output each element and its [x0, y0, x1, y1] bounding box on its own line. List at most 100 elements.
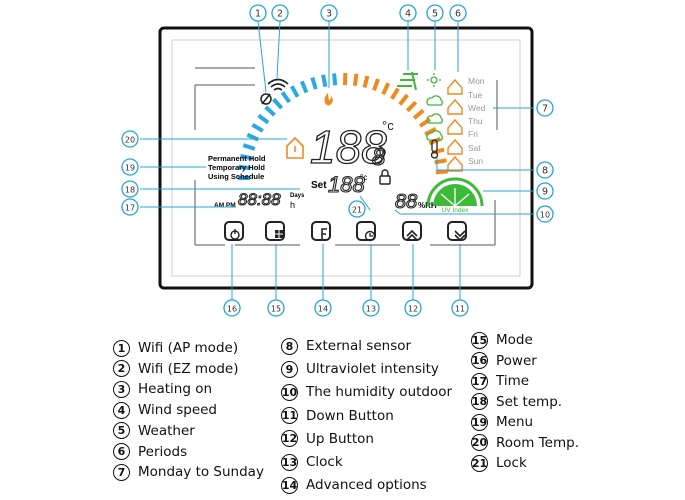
callout-circle	[426, 4, 444, 22]
legend-item-15: 15 Mode	[471, 330, 533, 350]
lock-icon	[379, 169, 391, 185]
callout-circle	[536, 182, 554, 200]
callout-number: 20	[125, 136, 135, 145]
power-button[interactable]	[224, 221, 244, 241]
arc-tick	[332, 73, 338, 86]
weekday-fri: Fri	[468, 129, 478, 139]
legend-number: 10	[281, 383, 298, 401]
external-sensor-icon	[430, 139, 439, 159]
status-temporary-hold: Temporary Hold	[208, 163, 265, 172]
room-temp-decimal: 8	[372, 144, 386, 171]
legend-label: Mode	[496, 332, 533, 348]
legend-number: 21	[471, 454, 488, 472]
legend-label: Weather	[138, 422, 195, 439]
days-label: Days	[290, 193, 305, 199]
arc-tick	[251, 123, 264, 133]
callout-9: 9	[536, 182, 554, 200]
callout-1: 1	[249, 4, 267, 22]
weekday-list: Mon Tue Wed Thu Fri Sat Sun	[468, 76, 486, 166]
advanced-options-button[interactable]	[311, 221, 331, 241]
arc-tick	[418, 117, 432, 128]
callout-circle	[314, 299, 332, 317]
callout-8: 8	[536, 161, 554, 179]
legend-number: 14	[281, 476, 298, 494]
legend-label: Periods	[138, 443, 188, 460]
legend-label: Wind speed	[138, 402, 218, 419]
callout-number: 3	[326, 9, 332, 20]
legend-label: Power	[496, 352, 537, 369]
callout-circle	[451, 299, 469, 317]
legend-number: 18	[471, 393, 488, 410]
legend-item-5: 5 Weather	[113, 421, 195, 441]
weekday-mon: Mon	[468, 76, 485, 86]
callout-circle	[536, 205, 554, 223]
callout-number: 18	[125, 186, 135, 195]
legend-label: Lock	[496, 455, 527, 471]
legend-number: 5	[113, 422, 130, 440]
wifi-ap-icon	[260, 93, 272, 105]
clock-button[interactable]	[356, 221, 376, 242]
down-button[interactable]	[447, 221, 467, 242]
callout-number: 9	[542, 187, 548, 198]
callout-10: 10	[536, 205, 554, 223]
uv-index-gauge: UV Index	[426, 177, 484, 214]
callout-circle	[404, 299, 422, 317]
callout-number: 7	[542, 104, 548, 115]
legend-number: 7	[113, 463, 130, 481]
callout-circle	[320, 4, 338, 22]
legend-number: 4	[113, 401, 130, 419]
callout-3: 3	[320, 4, 338, 22]
room-icon	[286, 136, 304, 159]
arc-tick	[372, 78, 380, 91]
weekday-sat: Sat	[468, 143, 481, 153]
callout-circle	[121, 198, 139, 216]
callout-2: 2	[271, 4, 289, 22]
callout-leaders	[140, 20, 533, 300]
callout-number: 11	[455, 305, 465, 314]
legend-number: 15	[471, 331, 488, 349]
uv-index-label: UV Index	[442, 207, 469, 214]
humidity-display: 88	[395, 191, 417, 213]
callout-number: 6	[455, 9, 461, 20]
legend-label: Monday to Sunday	[138, 464, 264, 481]
callout-number: 17	[125, 204, 135, 213]
callout-21: 21	[348, 200, 366, 218]
flame-icon	[324, 93, 333, 106]
legend-label: Advanced options	[306, 477, 427, 494]
arc-tick	[381, 82, 391, 95]
callout-circle	[348, 200, 366, 218]
arc-tick	[390, 87, 400, 100]
clock-display: 88:88	[238, 190, 281, 209]
weekday-tue: Tue	[468, 90, 483, 100]
callout-number: 4	[405, 9, 411, 20]
legend-item-4: 4 Wind speed	[113, 400, 217, 420]
arc-tick	[280, 91, 291, 104]
weekday-thu: Thu	[468, 116, 483, 126]
status-using-schedule: Using Schedule	[208, 172, 264, 181]
legend-number: 13	[281, 453, 298, 471]
period-house-icon	[447, 78, 463, 95]
legend-number: 9	[281, 360, 298, 378]
legend-number: 17	[471, 372, 488, 390]
arc-tick	[310, 77, 318, 90]
callout-7: 7	[536, 99, 554, 117]
callout-number: 21	[352, 206, 362, 215]
arc-tick	[352, 73, 359, 87]
legend-label: Down Button	[306, 407, 394, 424]
legend-item-14: 14 Advanced options	[281, 475, 427, 495]
legend-number: 1	[113, 339, 130, 357]
up-button[interactable]	[402, 221, 422, 241]
mode-button[interactable]	[265, 221, 285, 241]
callout-6: 6	[449, 4, 467, 22]
callout-13: 13	[362, 299, 380, 317]
legend-number: 8	[281, 337, 298, 355]
